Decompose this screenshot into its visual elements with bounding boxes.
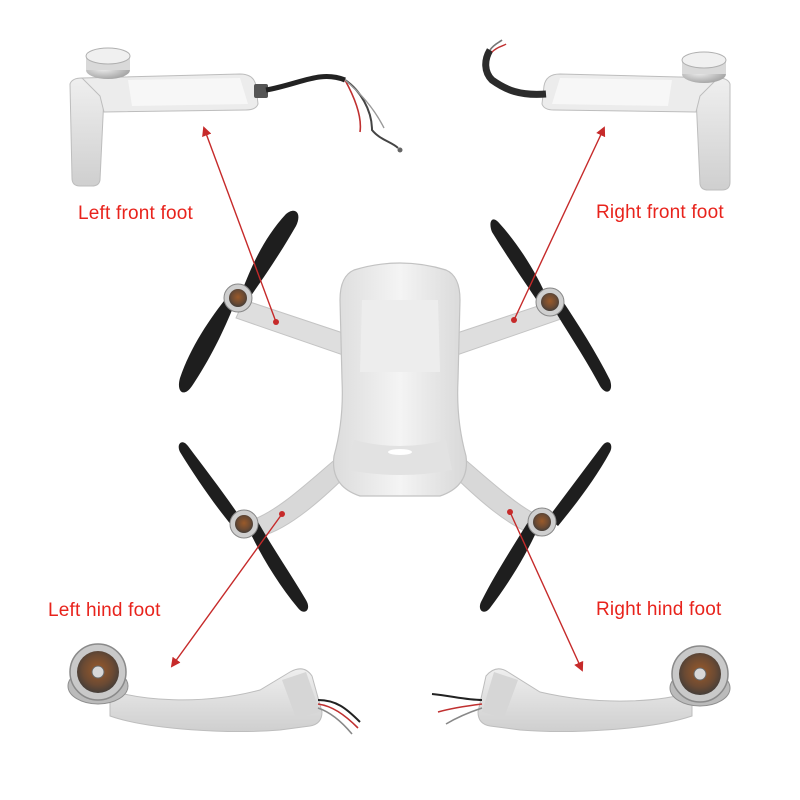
left-hind-arm-part	[67, 643, 361, 735]
arrow-right-front	[513, 126, 606, 321]
label-right-front-foot: Right front foot	[596, 202, 724, 223]
right-hind-arm-part	[431, 645, 731, 732]
propeller-front-left	[178, 210, 299, 393]
arrow-right-hind	[509, 511, 584, 672]
arrow-left-front	[202, 126, 277, 323]
label-left-hind-foot: Left hind foot	[48, 600, 161, 621]
drone-body	[235, 262, 565, 537]
propeller-hind-right	[479, 442, 612, 612]
right-front-arm-part	[482, 39, 731, 191]
label-right-hind-foot: Right hind foot	[596, 599, 722, 620]
arrow-left-hind	[170, 513, 283, 668]
left-front-arm-part	[69, 47, 403, 187]
pointer-arrows	[170, 126, 606, 672]
propeller-hind-left	[178, 442, 309, 612]
propeller-front-right	[490, 219, 612, 392]
label-left-front-foot: Left front foot	[78, 203, 193, 224]
